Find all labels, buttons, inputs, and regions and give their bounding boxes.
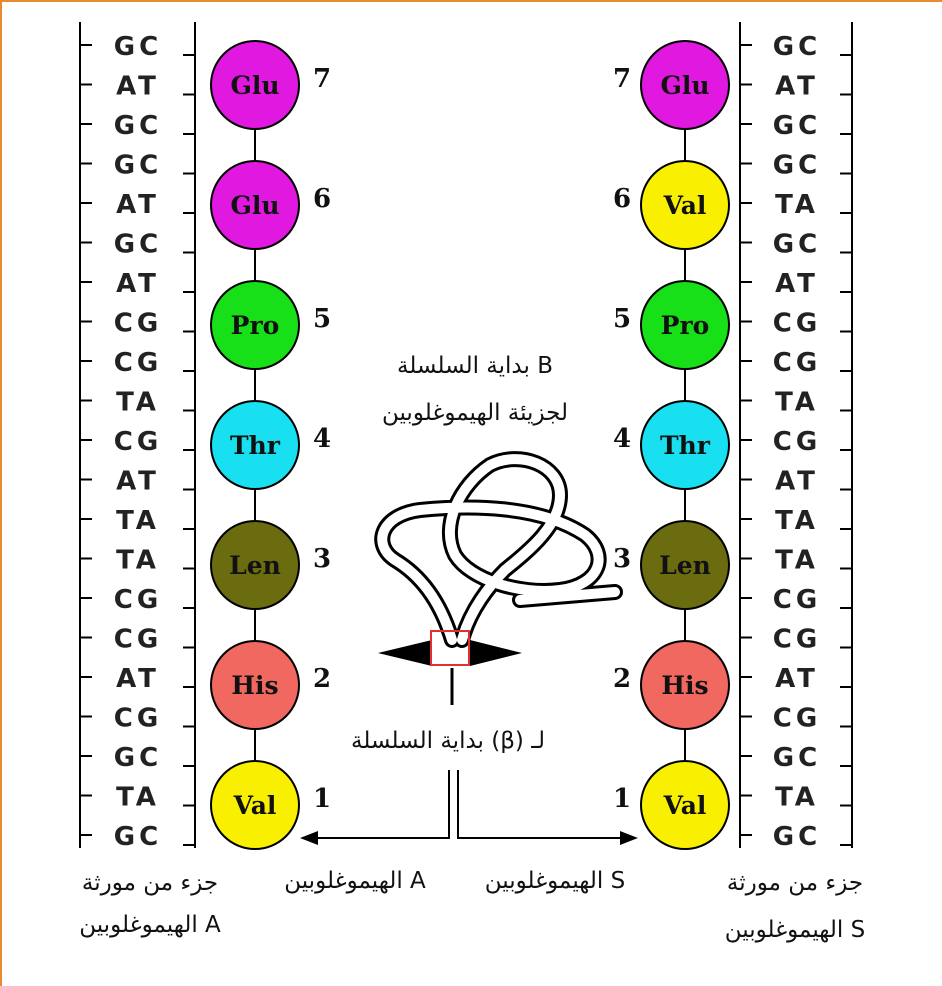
base-pair: AT bbox=[116, 190, 160, 220]
base-pair: AT bbox=[775, 664, 819, 694]
base-pair: AT bbox=[116, 664, 160, 694]
right-gene-label-line2: الهيموغلوبين S bbox=[725, 917, 865, 943]
amino-acid-label: Val bbox=[663, 191, 707, 220]
base-pair: CG bbox=[773, 427, 821, 457]
base-pair: GC bbox=[114, 822, 162, 852]
amino-acid-label: Pro bbox=[231, 311, 280, 340]
base-pair: CG bbox=[773, 309, 821, 339]
position-number: 6 bbox=[313, 184, 331, 214]
right-pointer-triangle bbox=[470, 640, 522, 666]
base-pair: GC bbox=[773, 230, 821, 260]
base-pair: TA bbox=[116, 506, 160, 536]
amino-acid-label: Glu bbox=[230, 191, 279, 220]
base-pair: GC bbox=[773, 822, 821, 852]
amino-acid-label: Val bbox=[233, 791, 277, 820]
base-pair: GC bbox=[773, 111, 821, 141]
position-number: 2 bbox=[313, 664, 331, 694]
position-number: 1 bbox=[313, 784, 331, 814]
amino-acid-label: Glu bbox=[660, 71, 709, 100]
base-pair: CG bbox=[114, 585, 162, 615]
position-number: 7 bbox=[613, 64, 631, 94]
hemoglobin-s-label: الهيموغلوبين S bbox=[485, 868, 625, 894]
base-pair: AT bbox=[775, 269, 819, 299]
base-pair: GC bbox=[773, 151, 821, 181]
base-pair: GC bbox=[773, 743, 821, 773]
base-pair: CG bbox=[773, 704, 821, 734]
base-pair: TA bbox=[116, 783, 160, 813]
right-base-pairs: GC AT GC GC TA GC AT CG CG TA CG AT TA TA CG CG AT CG GC TA… bbox=[740, 32, 852, 852]
position-number: 4 bbox=[613, 424, 631, 454]
position-number: 1 bbox=[613, 784, 631, 814]
base-pair: AT bbox=[116, 467, 160, 497]
base-pair: GC bbox=[114, 230, 162, 260]
amino-acid-label: Glu bbox=[230, 71, 279, 100]
position-number: 3 bbox=[313, 544, 331, 574]
base-pair: TA bbox=[775, 783, 819, 813]
position-number: 7 bbox=[313, 64, 331, 94]
base-pair: AT bbox=[116, 72, 160, 102]
amino-acid-label: Val bbox=[663, 791, 707, 820]
base-pair: GC bbox=[773, 32, 821, 62]
base-pair: CG bbox=[114, 625, 162, 655]
arrowhead-right bbox=[620, 831, 638, 845]
base-pair: AT bbox=[116, 269, 160, 299]
right-gene-label-line1: جزء من مورثة bbox=[727, 870, 863, 896]
base-pair: GC bbox=[114, 111, 162, 141]
base-pair: CG bbox=[114, 704, 162, 734]
beta-chain-label: بداية السلسلة (β) لـ bbox=[351, 728, 545, 754]
left-base-pairs: GC AT GC GC AT GC AT CG CG TA CG AT TA TA CG CG AT CG GC TA… bbox=[80, 32, 195, 852]
arrowhead-left bbox=[300, 831, 318, 845]
base-pair: AT bbox=[775, 467, 819, 497]
position-number: 5 bbox=[613, 304, 631, 334]
center-title-line2: لجزيئة الهيموغلوبين bbox=[382, 400, 568, 426]
amino-acid-label: Thr bbox=[660, 431, 711, 460]
amino-acid-label: His bbox=[661, 671, 708, 700]
base-pair: TA bbox=[775, 190, 819, 220]
base-pair: GC bbox=[114, 32, 162, 62]
position-number: 2 bbox=[613, 664, 631, 694]
amino-acid-label: Len bbox=[229, 551, 281, 580]
base-pair: TA bbox=[775, 546, 819, 576]
position-number: 5 bbox=[313, 304, 331, 334]
center-title-line1: بداية السلسلة B bbox=[397, 353, 553, 379]
left-gene-label-line1: جزء من مورثة bbox=[82, 870, 218, 896]
base-pair: GC bbox=[114, 743, 162, 773]
amino-acid-label: His bbox=[231, 671, 278, 700]
base-pair: TA bbox=[116, 388, 160, 418]
position-number: 6 bbox=[613, 184, 631, 214]
folded-protein-illustration bbox=[382, 459, 615, 640]
base-pair: CG bbox=[773, 585, 821, 615]
arrow-to-hemoglobin-s bbox=[458, 770, 628, 838]
base-pair: CG bbox=[773, 625, 821, 655]
base-pair: CG bbox=[773, 348, 821, 378]
hemoglobin-a-label: الهيموغلوبين A bbox=[284, 868, 426, 894]
amino-acid-label: Thr bbox=[230, 431, 281, 460]
base-pair: TA bbox=[775, 506, 819, 536]
left-gene-label-line2: الهيموغلوبين A bbox=[79, 912, 221, 938]
base-pair: GC bbox=[114, 151, 162, 181]
left-pointer-triangle bbox=[378, 640, 432, 666]
base-pair: CG bbox=[114, 309, 162, 339]
position-number: 3 bbox=[613, 544, 631, 574]
base-pair: CG bbox=[114, 427, 162, 457]
base-pair: AT bbox=[775, 72, 819, 102]
base-pair: TA bbox=[775, 388, 819, 418]
amino-acid-label: Pro bbox=[661, 311, 710, 340]
base-pair: CG bbox=[114, 348, 162, 378]
base-pair: TA bbox=[116, 546, 160, 576]
position-number: 4 bbox=[313, 424, 331, 454]
amino-acid-label: Len bbox=[659, 551, 711, 580]
